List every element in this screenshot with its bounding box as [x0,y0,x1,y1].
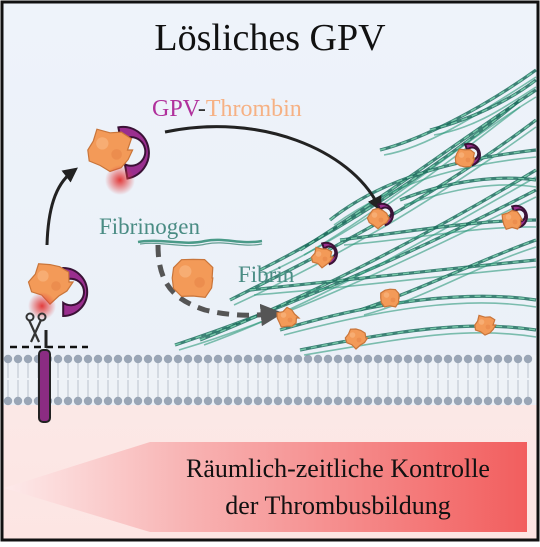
banner-line-1: Räumlich-zeitliche Kontrolle [186,454,490,483]
gpv-label: GPV [152,96,201,122]
thrombin-on-fibrin [276,306,301,328]
scissors-icon [25,312,47,343]
fibrin-label: Fibrin [238,262,295,287]
gpv-thrombin-on-fibrin [454,148,476,168]
gpv-released-cup [117,125,150,180]
cell-membrane [3,354,537,406]
conversion-arrow [155,244,284,327]
thrombin-free [171,258,214,299]
gpv-thrombin-complex-membrane [27,263,89,320]
banner-line-2: der Thrombusbildung [225,491,451,520]
binding-arrow [164,125,382,212]
free-thrombin [171,258,214,299]
thrombin-on-fibrin [474,314,497,336]
title: Lösliches GPV [154,17,386,59]
thrombin-label: Thrombin [206,96,302,122]
fibrinogen-strand [137,238,263,244]
banner-arrow [4,442,527,532]
release-arrow [45,167,78,246]
gpv-thrombin-complex-released [87,125,150,195]
gpv-membrane-cup [62,266,89,318]
gpv-thrombin-label: GPV-Thrombin [152,96,302,122]
gpv-thrombin-on-fibrin [501,209,524,231]
fibrin-bound-proteins [276,142,528,350]
gpv-thrombin-on-fibrin [310,246,335,269]
thrombin-on-fibrin [344,328,369,350]
fibrinogen-label: Fibrinogen [99,214,200,239]
fibrin-fibers [174,68,537,356]
thrombin-on-fibrin [380,288,400,308]
gpv-thrombin-on-fibrin [366,207,391,230]
gpv-receptor-membrane [10,330,88,423]
